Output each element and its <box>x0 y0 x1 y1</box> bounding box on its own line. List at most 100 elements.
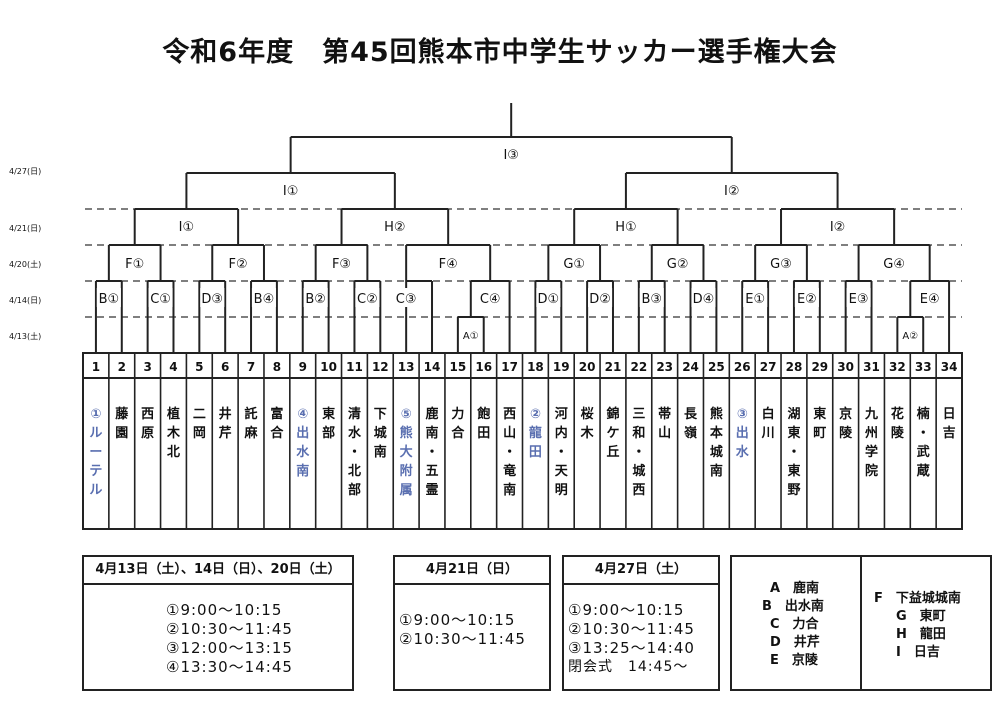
label-backdrop <box>329 253 354 272</box>
label-backdrop <box>436 253 461 272</box>
team-number: 5 <box>195 360 203 374</box>
team-name: 三和・城西 <box>632 407 645 498</box>
time-slot: ③12:00〜13:15 <box>166 639 293 657</box>
team-number: 22 <box>630 360 647 374</box>
team-name: 二岡 <box>193 407 206 441</box>
team-name: 東部 <box>322 406 335 441</box>
team-number: 4 <box>169 360 177 374</box>
label-backdrop <box>846 288 871 307</box>
match-label-r3: G① <box>563 257 585 272</box>
label-backdrop <box>794 288 819 307</box>
schedule-header: 4月27日（土） <box>564 557 718 585</box>
label-backdrop <box>226 253 251 272</box>
team-name: 東町 <box>813 406 826 441</box>
match-label-r2: E③ <box>849 292 869 307</box>
team-number: 8 <box>273 360 281 374</box>
match-label-r3: G③ <box>770 257 792 272</box>
team-name: 長嶺 <box>683 407 698 441</box>
team-number: 18 <box>527 360 544 374</box>
venue-legend-item: H 龍田 <box>896 627 946 642</box>
legend-divider <box>860 557 862 689</box>
team-number: 34 <box>941 360 958 374</box>
time-slot: ①9:00〜10:15 <box>568 601 685 619</box>
label-backdrop <box>499 144 524 163</box>
team-name: 西原 <box>141 407 154 441</box>
team-number: 7 <box>247 360 255 374</box>
team-name: 飽田 <box>476 406 490 441</box>
label-backdrop <box>536 288 561 307</box>
match-label-r2: B③ <box>641 292 662 307</box>
match-label-r2: B② <box>305 292 326 307</box>
match-label-r2: E④ <box>920 292 940 307</box>
team-number: 14 <box>424 360 441 374</box>
match-label-r3: F④ <box>439 257 458 272</box>
team-name: 錦ケ丘 <box>606 406 619 460</box>
team-number: 19 <box>553 360 570 374</box>
label-backdrop <box>200 288 225 307</box>
team-name: 下城南 <box>374 407 387 460</box>
label-backdrop <box>382 216 407 235</box>
venue-legend-item: C 力合 <box>770 617 819 632</box>
match-label-r2: E① <box>745 292 765 307</box>
label-backdrop <box>562 253 587 272</box>
match-label-r1: A② <box>902 331 918 342</box>
team-name: 熊本城南 <box>710 406 723 479</box>
team-name: 清水・北部 <box>348 406 362 498</box>
team-number: 10 <box>320 360 337 374</box>
team-name: 楠・武蔵 <box>916 406 930 479</box>
team-name: 富合 <box>270 406 284 441</box>
match-label-r2: C③ <box>396 292 417 307</box>
team-number: 1 <box>92 360 100 374</box>
match-label-semifinal: I① <box>283 184 299 199</box>
match-label-r2: B① <box>99 292 120 307</box>
time-slot: ①9:00〜10:15 <box>399 611 516 629</box>
match-label-r2: D④ <box>693 292 715 307</box>
team-name: 井芹 <box>219 406 232 441</box>
team-name: 九州学院 <box>864 407 878 479</box>
schedule-box-day1: 4月13日（土）、14日（日）、20日（土） ①9:00〜10:15 ②10:3… <box>82 555 354 691</box>
team-number: 21 <box>605 360 622 374</box>
label-backdrop <box>303 288 328 307</box>
time-slot: ①9:00〜10:15 <box>166 601 283 619</box>
match-label-qf: I② <box>830 220 846 235</box>
label-backdrop <box>917 288 942 307</box>
match-label-r3: G④ <box>883 257 905 272</box>
team-name: 白川 <box>761 406 775 441</box>
schedule-header: 4月21日（日） <box>395 557 549 585</box>
team-number: 12 <box>372 360 389 374</box>
team-number: 16 <box>475 360 492 374</box>
team-name: 花陵 <box>891 406 905 441</box>
label-backdrop <box>768 253 794 272</box>
label-backdrop <box>639 288 664 307</box>
team-name: 植木北 <box>166 406 181 460</box>
venue-legend-item: B 出水南 <box>762 599 824 614</box>
round-date-label: 4/21(日) <box>9 224 41 233</box>
team-number: 17 <box>501 360 518 374</box>
match-label-r2: C① <box>150 292 171 307</box>
label-backdrop <box>96 288 121 307</box>
team-name: 帯山 <box>658 406 671 441</box>
team-number: 27 <box>760 360 777 374</box>
team-number: 13 <box>398 360 415 374</box>
match-label-r1: A① <box>463 331 479 342</box>
match-label-r2: C② <box>357 292 378 307</box>
venue-legend-item: I 日吉 <box>896 645 940 660</box>
label-backdrop <box>394 288 419 307</box>
team-number: 31 <box>863 360 880 374</box>
schedule-box-day3: 4月27日（土） ①9:00〜10:15 ②10:30〜11:45 ③13:25… <box>562 555 720 691</box>
team-number: 29 <box>811 360 828 374</box>
team-number: 20 <box>579 360 596 374</box>
venue-legend-item: D 井芹 <box>770 635 820 650</box>
label-backdrop <box>478 288 503 307</box>
label-backdrop <box>900 324 921 343</box>
team-number: 3 <box>143 360 151 374</box>
match-label-final: I③ <box>503 148 519 163</box>
team-number: 26 <box>734 360 751 374</box>
label-backdrop <box>355 288 380 307</box>
label-backdrop <box>613 216 638 235</box>
